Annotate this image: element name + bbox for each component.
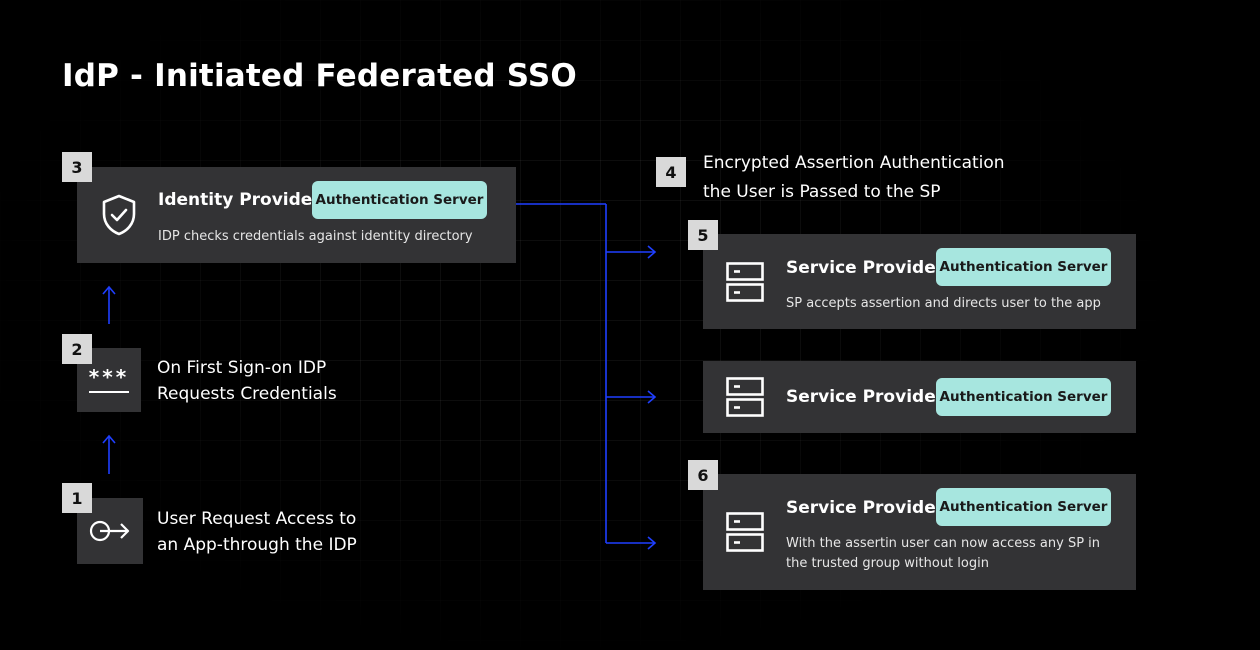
service-provider-2-auth-badge: Authentication Server bbox=[936, 378, 1111, 416]
service-provider-3-auth-badge: Authentication Server bbox=[936, 488, 1111, 526]
service-provider-3-description: With the assertin user can now access an… bbox=[786, 534, 1100, 574]
service-provider-card-3: Service Provider Authentication Server W… bbox=[703, 474, 1136, 590]
step-badge-3: 3 bbox=[62, 152, 92, 182]
step-1-line2: an App-through the IDP bbox=[157, 535, 357, 555]
step-badge-2: 2 bbox=[62, 334, 92, 364]
identity-provider-description: IDP checks credentials against identity … bbox=[158, 229, 473, 244]
step-1-line1: User Request Access to bbox=[157, 509, 357, 529]
step-1-text: User Request Access to an App-through th… bbox=[157, 506, 357, 558]
step-4-line2: the User is Passed to the SP bbox=[703, 182, 941, 202]
server-icon bbox=[726, 512, 764, 556]
service-provider-2-title: Service Provider bbox=[786, 387, 945, 407]
step-badge-1: 1 bbox=[62, 483, 92, 513]
identity-provider-auth-badge: Authentication Server bbox=[312, 181, 487, 219]
server-icon bbox=[726, 377, 764, 421]
service-provider-1-auth-badge: Authentication Server bbox=[936, 248, 1111, 286]
page-title: IdP - Initiated Federated SSO bbox=[62, 58, 577, 94]
shield-check-icon bbox=[99, 193, 139, 241]
identity-provider-title: Identity Provider bbox=[158, 190, 321, 210]
identity-provider-card: Identity Provider Authentication Server … bbox=[77, 167, 516, 263]
password-asterisks: *** bbox=[88, 365, 130, 389]
step-4-line1: Encrypted Assertion Authentication bbox=[703, 153, 1005, 173]
service-provider-card-2: Service Provider Authentication Server bbox=[703, 361, 1136, 433]
step-badge-4: 4 bbox=[656, 157, 686, 187]
service-provider-card-1: Service Provider Authentication Server S… bbox=[703, 234, 1136, 329]
service-provider-3-desc-line1: With the assertin user can now access an… bbox=[786, 536, 1101, 551]
service-provider-1-description: SP accepts assertion and directs user to… bbox=[786, 296, 1101, 311]
sign-in-arrow-icon bbox=[89, 520, 130, 542]
service-provider-3-title: Service Provider bbox=[786, 498, 945, 518]
service-provider-1-title: Service Provider bbox=[786, 258, 945, 278]
step-2-text: On First Sign-on IDP Requests Credential… bbox=[157, 355, 337, 407]
step-badge-5: 5 bbox=[688, 220, 718, 250]
step-4-text: Encrypted Assertion Authentication the U… bbox=[703, 149, 1005, 207]
password-icon: *** bbox=[89, 367, 129, 393]
server-icon bbox=[726, 262, 764, 306]
service-provider-3-desc-line2: the trusted group without login bbox=[786, 556, 989, 571]
step-badge-6: 6 bbox=[688, 460, 718, 490]
step-2-line2: Requests Credentials bbox=[157, 384, 337, 404]
step-2-line1: On First Sign-on IDP bbox=[157, 358, 327, 378]
